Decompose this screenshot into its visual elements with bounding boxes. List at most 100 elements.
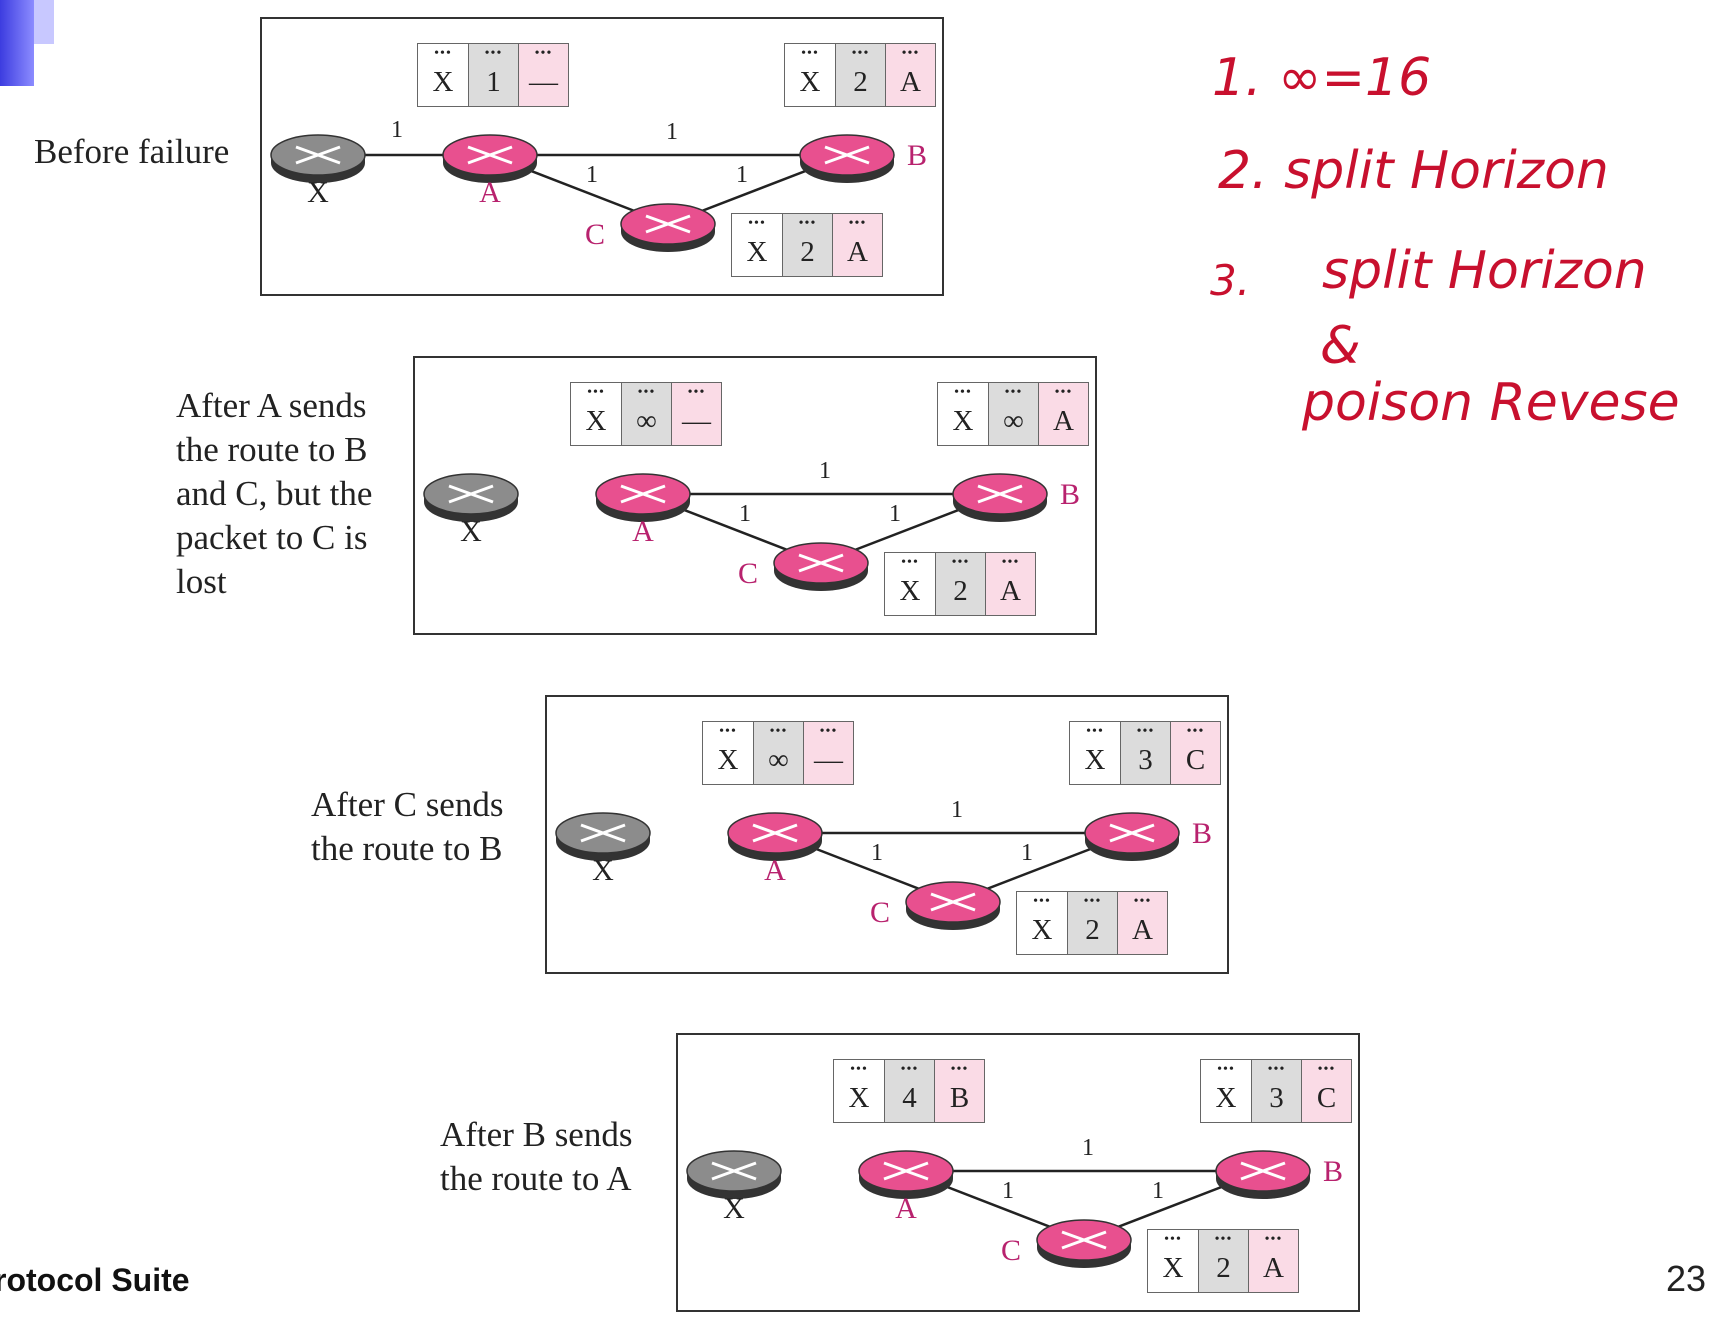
router-a [595,473,691,522]
ellipsis-marker: ••• [637,385,656,400]
link-cost-label: 1 [1021,840,1033,866]
ellipsis-marker: ••• [819,724,838,739]
routing-table-cell: •••A [832,214,882,276]
ellipsis-marker: ••• [1217,1062,1235,1077]
network-diagram: 1 1 1X A B C [423,458,1080,591]
router-b-label: B [907,139,927,172]
routing-table-value: 3 [1138,744,1153,776]
router-b-label: B [1323,1155,1343,1188]
panel-4-caption: After B sends the route to A [440,1113,632,1201]
routing-table-cell: •••X [1148,1230,1198,1292]
routing-table-cell: •••∞ [753,722,803,784]
link-cost-label: 1 [736,162,748,188]
routing-table-cell: •••— [671,383,721,445]
link-cost-label: 1 [1002,1178,1014,1204]
router-x [686,1150,782,1199]
routing-table-cell: •••2 [835,44,885,106]
note-ampersand: & [1320,316,1361,376]
ellipsis-marker: ••• [748,216,766,231]
routing-table-cell: •••X [418,44,468,106]
page-number: 23 [1665,1258,1706,1299]
routing-table-value: X [1031,914,1053,946]
routing-table-value: A [1053,405,1074,437]
routing-table-c: •••X•••2•••A [731,213,883,277]
routing-table-value: X [746,236,768,268]
routing-table-cell: ••• X [732,214,782,276]
note-split-horizon: 2. split Horizon [1218,141,1609,201]
routing-table-cell: ••• 3 [1120,722,1170,784]
link-cost-label: 1 [889,501,901,527]
routing-table-value: 1 [486,66,501,98]
router-x [555,812,651,861]
routing-table-a: •••X•••∞•••— [570,382,722,446]
link-cost-label: 1 [739,501,751,527]
routing-table-value: X [585,405,607,437]
link-cost-label: 1 [819,458,831,484]
ellipsis-marker: ••• [848,216,867,231]
router-x-label: X [460,515,482,548]
routing-table-value: A [1263,1252,1284,1284]
note-poison-reverse: poison Revese [1302,373,1680,433]
router-c-label: C [738,557,758,590]
routing-table-value: X [717,744,739,776]
routing-table-cell: •••— [803,722,853,784]
ellipsis-marker: ••• [901,46,920,61]
router-b [1084,812,1180,861]
ellipsis-marker: ••• [587,385,605,400]
ellipsis-marker: ••• [1164,1232,1182,1247]
routing-table-value: C [1316,1082,1337,1114]
routing-table-cell: ••• C [1301,1060,1351,1122]
routing-table-cell: •••4 [884,1060,934,1122]
link-cost-label: 1 [391,117,403,143]
routing-table-b: •••X•••2•••A [784,43,936,107]
router-a [442,134,538,183]
note-number-3: 3. [1210,256,1251,305]
routing-table-cell: •••— [518,44,568,106]
panel-3-caption: After C sends the route to B [311,783,503,871]
routing-table-cell: •••X [1070,722,1120,784]
routing-table-cell: •••X [785,44,835,106]
router-b-label: B [1060,478,1080,511]
routing-table-cell: •••C [1170,722,1220,784]
routing-table-a: •••X•••1•••— [417,43,569,107]
router-a-label: A [632,515,654,548]
ellipsis-marker: ••• [1186,724,1205,739]
ellipsis-marker: ••• [1317,1062,1336,1077]
slide-corner-accent [0,0,34,86]
routing-table-value: X [432,66,454,98]
slide-corner-accent-light [34,0,54,44]
router-c-label: C [585,218,605,251]
routing-table-c: •••X•••2•••A [884,552,1036,616]
ellipsis-marker: ••• [1083,894,1102,909]
router-x-label: X [723,1192,745,1225]
ellipsis-marker: ••• [900,1062,919,1077]
ellipsis-marker: ••• [1004,385,1023,400]
routing-table-b: •••X•••∞•••A [937,382,1089,446]
ellipsis-marker: ••• [901,555,919,570]
note-infinity-16: 1. ∞=16 [1212,48,1432,108]
routing-table-value: X [1215,1082,1237,1114]
routing-table-a: •••X•••4•••B [833,1059,985,1123]
caption-line: After C sends [311,785,504,824]
router-c [905,881,1001,930]
ellipsis-marker: ••• [687,385,706,400]
routing-table-cell: •••1 [468,44,518,106]
ellipsis-marker: ••• [1086,724,1104,739]
routing-table-value: X [952,405,974,437]
routing-table-cell: •••2 [1067,892,1117,954]
link-cost-label: 1 [871,840,883,866]
routing-table-value: 2 [1216,1252,1231,1284]
ellipsis-marker: ••• [851,46,870,61]
ellipsis-marker: ••• [719,724,737,739]
router-a-label: A [764,854,786,887]
ellipsis-marker: ••• [1136,724,1155,739]
routing-table-cell: •••3 [1251,1060,1301,1122]
routing-table-cell: •••A [885,44,935,106]
ellipsis-marker: ••• [769,724,788,739]
router-a [727,812,823,861]
note-split-horizon-2: split Horizon [1322,241,1647,301]
